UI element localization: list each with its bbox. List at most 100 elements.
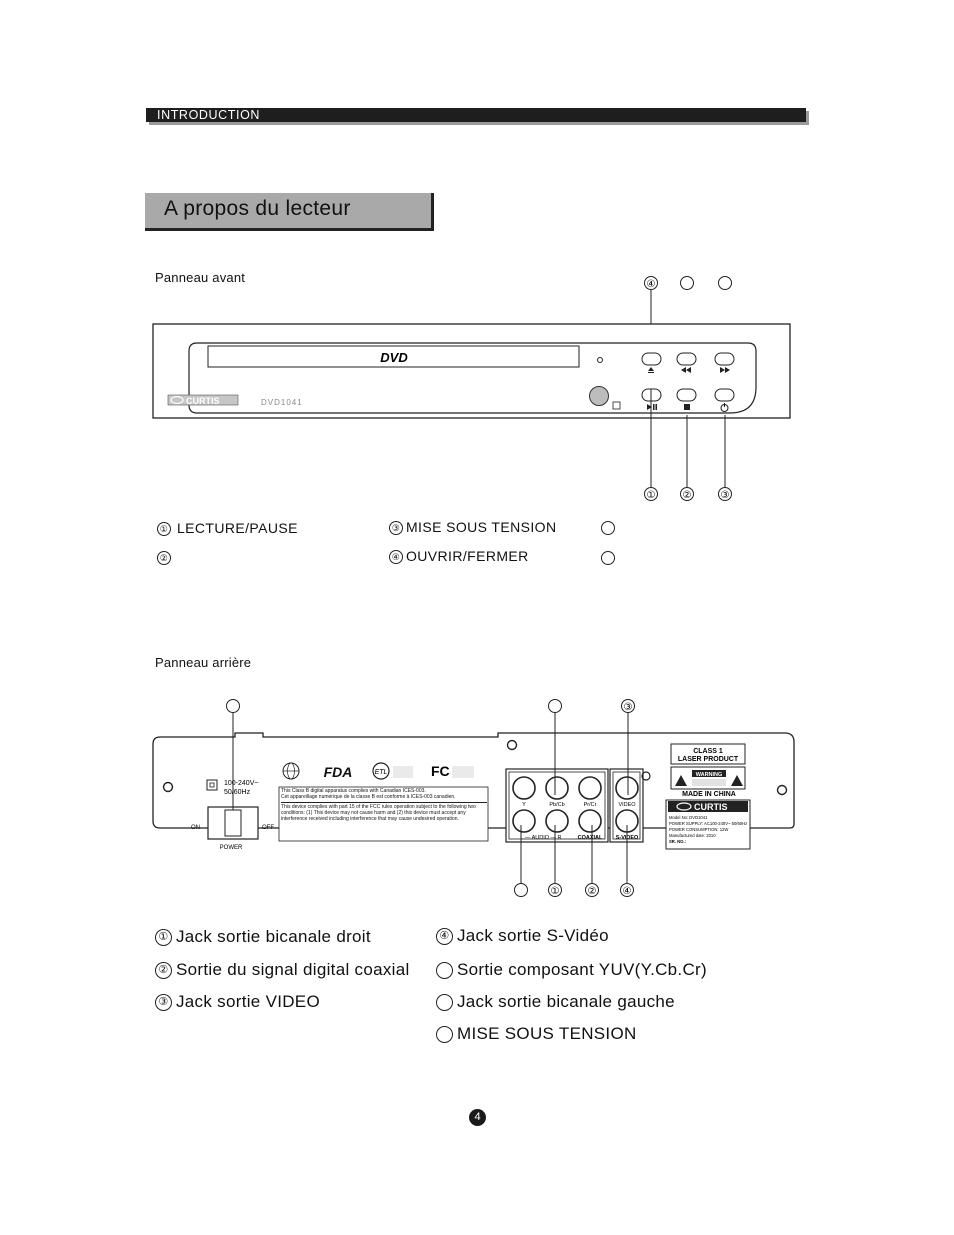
page-number: 4 — [469, 1109, 486, 1126]
page-title-box: A propos du lecteur — [145, 193, 434, 231]
svg-text:④: ④ — [623, 886, 632, 897]
warning-left-icon — [675, 775, 687, 786]
svg-text:CURTIS: CURTIS — [694, 802, 728, 812]
svg-text:Model No: DVD1041: Model No: DVD1041 — [669, 815, 708, 820]
front-panel-heading: Panneau avant — [155, 270, 246, 285]
stop-button — [676, 388, 697, 410]
rear-callout-top-3: ③ — [621, 699, 635, 713]
screw-left — [162, 781, 174, 793]
jack-pr — [578, 776, 602, 800]
etl-mark-icon — [372, 762, 390, 780]
curtis-rear-logo-icon — [676, 802, 692, 811]
jack-panel-outer — [505, 768, 609, 843]
svg-text:FDA: FDA — [324, 764, 353, 780]
etl-text-icon — [393, 766, 413, 778]
front-callout-bottom-3: ③ — [718, 487, 732, 501]
fcc-notice: This device complies with part 15 of the… — [281, 802, 487, 822]
power-button — [714, 388, 735, 412]
warning-label — [670, 766, 746, 790]
brand-plate — [167, 394, 239, 406]
jack-pb — [545, 776, 569, 800]
front-legend-item-2: ② — [157, 549, 177, 566]
front-callout-bottom-2: ② — [680, 487, 694, 501]
off-label: OFF — [262, 825, 274, 831]
svg-text:①: ① — [551, 886, 560, 897]
section-header-bar: INTRODUCTION — [146, 108, 806, 122]
jack-audio-left — [512, 809, 536, 833]
eject-button — [641, 352, 662, 373]
rear-callout-top-1 — [226, 699, 240, 713]
svg-text:③: ③ — [721, 490, 730, 501]
fda-mark-icon — [323, 764, 353, 778]
sensor-mark-icon — [612, 401, 621, 410]
brand-name: CURTIS — [186, 396, 220, 406]
curtis-logo-icon — [170, 395, 184, 405]
front-bezel — [188, 342, 757, 414]
front-callout-top-3 — [718, 276, 732, 290]
svg-text:L — AUDIO — R: L — AUDIO — R — [520, 835, 561, 841]
fcc-text-icon — [452, 766, 474, 778]
front-legend-item-5 — [601, 519, 621, 536]
svg-text:POWER SUPPLY: AC100-240V~ 50/6: POWER SUPPLY: AC100-240V~ 50/60Hz — [669, 821, 747, 826]
page-title: A propos du lecteur — [164, 197, 351, 220]
forward-button — [714, 352, 735, 373]
jack-video — [615, 776, 639, 800]
svg-text:SR. NO.:: SR. NO.: — [669, 839, 686, 844]
front-panel-diagram: ④ DVD — [152, 276, 791, 501]
front-callout-top-2 — [680, 276, 694, 290]
svg-text:CLASS 1: CLASS 1 — [693, 748, 723, 755]
rear-callout-bottom-2: ① — [548, 883, 562, 897]
on-label: ON — [191, 825, 200, 831]
svg-text:④: ④ — [647, 279, 656, 290]
svg-text:COAXIAL: COAXIAL — [578, 835, 603, 841]
svg-text:Pb/Cb: Pb/Cb — [549, 802, 564, 808]
warning-right-icon — [731, 775, 743, 786]
rear-panel-diagram: ③ 100-240V~ 50/60Hz ON OFF POWER FDA ETL… — [152, 699, 795, 897]
power-label: POWER — [220, 845, 243, 851]
dvd-logo: DVD — [380, 350, 408, 365]
svg-text:③: ③ — [624, 702, 633, 713]
jack-coaxial — [578, 809, 602, 833]
svg-text:POWER CONSUMPTION: 12W: POWER CONSUMPTION: 12W — [669, 827, 728, 832]
screw-right — [776, 784, 788, 796]
rear-legend-item-7: MISE SOUS TENSION — [436, 1024, 637, 1044]
made-in-label: MADE IN CHINA — [682, 791, 736, 798]
frequency-label: 50/60Hz — [224, 789, 251, 796]
screw-jack — [641, 771, 651, 781]
svg-text:②: ② — [588, 886, 597, 897]
model-number: DVD1041 — [261, 398, 303, 407]
canada-notice-fr: Cet appareillage numérique de la classe … — [281, 794, 456, 800]
canada-notice-en: This Class B digital apparatus complies … — [281, 788, 426, 794]
svg-text:WARNING: WARNING — [696, 772, 723, 778]
svg-text:LASER PRODUCT: LASER PRODUCT — [678, 756, 739, 763]
svg-text:①: ① — [647, 490, 656, 501]
jack-audio-right — [545, 809, 569, 833]
svg-text:VIDEO: VIDEO — [618, 802, 636, 808]
section-label: INTRODUCTION — [157, 108, 261, 122]
rear-legend-item-6: Jack sortie bicanale gauche — [436, 992, 675, 1012]
rear-panel-heading: Panneau arrière — [155, 655, 252, 670]
svg-text:Y: Y — [522, 802, 526, 808]
voltage-label: 100-240V~ — [224, 780, 258, 787]
rear-legend-item-5: Sortie composant YUV(Y.Cb.Cr) — [436, 960, 707, 980]
svg-text:Manufactured date: 2010: Manufactured date: 2010 — [669, 833, 716, 838]
front-chassis — [152, 323, 791, 419]
front-callout-top-1: ④ — [644, 276, 658, 290]
compliance-notice-box — [278, 786, 489, 842]
screw-top — [506, 739, 518, 751]
rear-callout-bottom-3: ② — [585, 883, 599, 897]
svg-text:ETL: ETL — [375, 769, 388, 776]
front-legend-item-6 — [601, 549, 621, 566]
front-callout-bottom-1: ① — [644, 487, 658, 501]
jack-y — [512, 776, 536, 800]
svg-text:Pr/Cr: Pr/Cr — [584, 802, 597, 808]
class1-label — [670, 743, 746, 765]
fcc-mark-icon: FC — [431, 763, 450, 779]
